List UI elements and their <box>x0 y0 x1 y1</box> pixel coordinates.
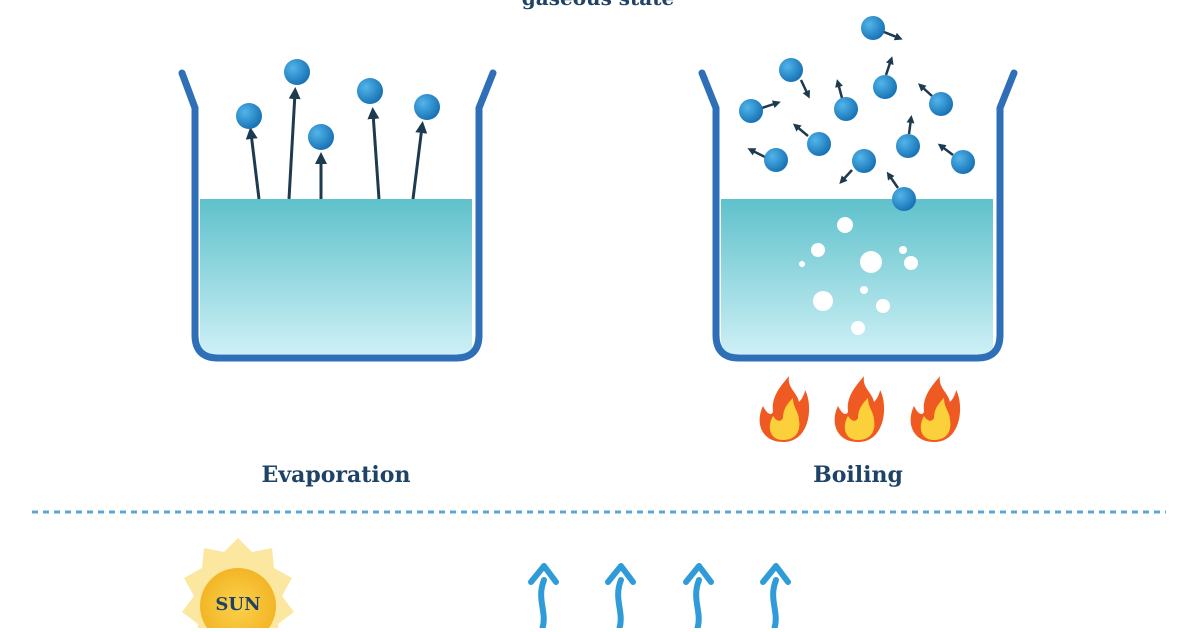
boiling-arrow <box>918 83 933 97</box>
boiling-flames <box>759 376 961 442</box>
molecule-icon <box>873 75 897 99</box>
evaporation-arrow <box>287 87 301 200</box>
molecule-icon <box>764 148 788 172</box>
molecule-icon <box>861 16 885 40</box>
evaporation-beaker-outline <box>178 69 497 362</box>
molecule-icon <box>284 59 310 85</box>
boiling-beaker-outline <box>698 69 1018 362</box>
heat-arrows <box>528 563 791 632</box>
molecule-icon <box>896 134 920 158</box>
sun-icon <box>182 538 294 632</box>
bubble-icon <box>860 286 868 294</box>
bubble-icon <box>799 261 805 267</box>
evaporation-water <box>200 199 472 354</box>
bubble-icon <box>837 217 853 233</box>
evaporation-molecules <box>236 59 440 200</box>
bubble-icon <box>851 321 865 335</box>
flame-icon <box>759 376 810 442</box>
molecule-icon <box>807 132 831 156</box>
boiling-molecules <box>739 16 975 211</box>
molecule-icon <box>892 187 916 211</box>
boiling-arrow <box>906 115 915 135</box>
molecule-icon <box>951 150 975 174</box>
boiling-arrow <box>747 148 766 159</box>
bubble-icon <box>860 251 882 273</box>
molecule-icon <box>357 78 383 104</box>
molecule-icon <box>929 92 953 116</box>
evaporation-beaker <box>178 69 497 362</box>
molecule-icon <box>779 58 803 82</box>
boiling-arrow <box>884 56 894 76</box>
flame-icon <box>834 376 885 442</box>
boiling-arrow <box>937 143 954 156</box>
molecule-icon <box>308 124 334 150</box>
heat-arrow-icon <box>605 563 636 632</box>
evaporation-arrow <box>367 107 381 200</box>
heat-arrow-icon <box>683 563 714 632</box>
boiling-arrow <box>792 123 809 137</box>
molecule-icon <box>834 97 858 121</box>
boiling-arrow <box>886 171 900 189</box>
evaporation-arrow <box>411 121 428 200</box>
flame-icon <box>910 376 961 442</box>
boiling-arrow <box>883 30 903 41</box>
top-title: gaseous state <box>498 0 698 10</box>
sun-label: SUN <box>215 594 261 615</box>
boiling-arrow <box>839 169 853 184</box>
boiling-arrow <box>835 79 844 99</box>
molecule-icon <box>236 103 262 129</box>
boiling-arrow <box>799 79 810 99</box>
boiling-arrow <box>761 100 781 110</box>
bubble-icon <box>876 299 890 313</box>
heat-arrow-icon <box>760 563 791 632</box>
bubble-icon <box>811 243 825 257</box>
bubble-icon <box>904 256 918 270</box>
evaporation-label: Evaporation <box>261 462 411 488</box>
boiling-label: Boiling <box>813 462 903 488</box>
boiling-bubbles <box>799 217 918 335</box>
bubble-icon <box>813 291 833 311</box>
bubble-icon <box>899 246 907 254</box>
evaporation-arrow <box>245 127 261 200</box>
molecule-icon <box>414 94 440 120</box>
heat-arrow-icon <box>528 563 559 632</box>
molecule-icon <box>739 99 763 123</box>
molecule-icon <box>852 149 876 173</box>
